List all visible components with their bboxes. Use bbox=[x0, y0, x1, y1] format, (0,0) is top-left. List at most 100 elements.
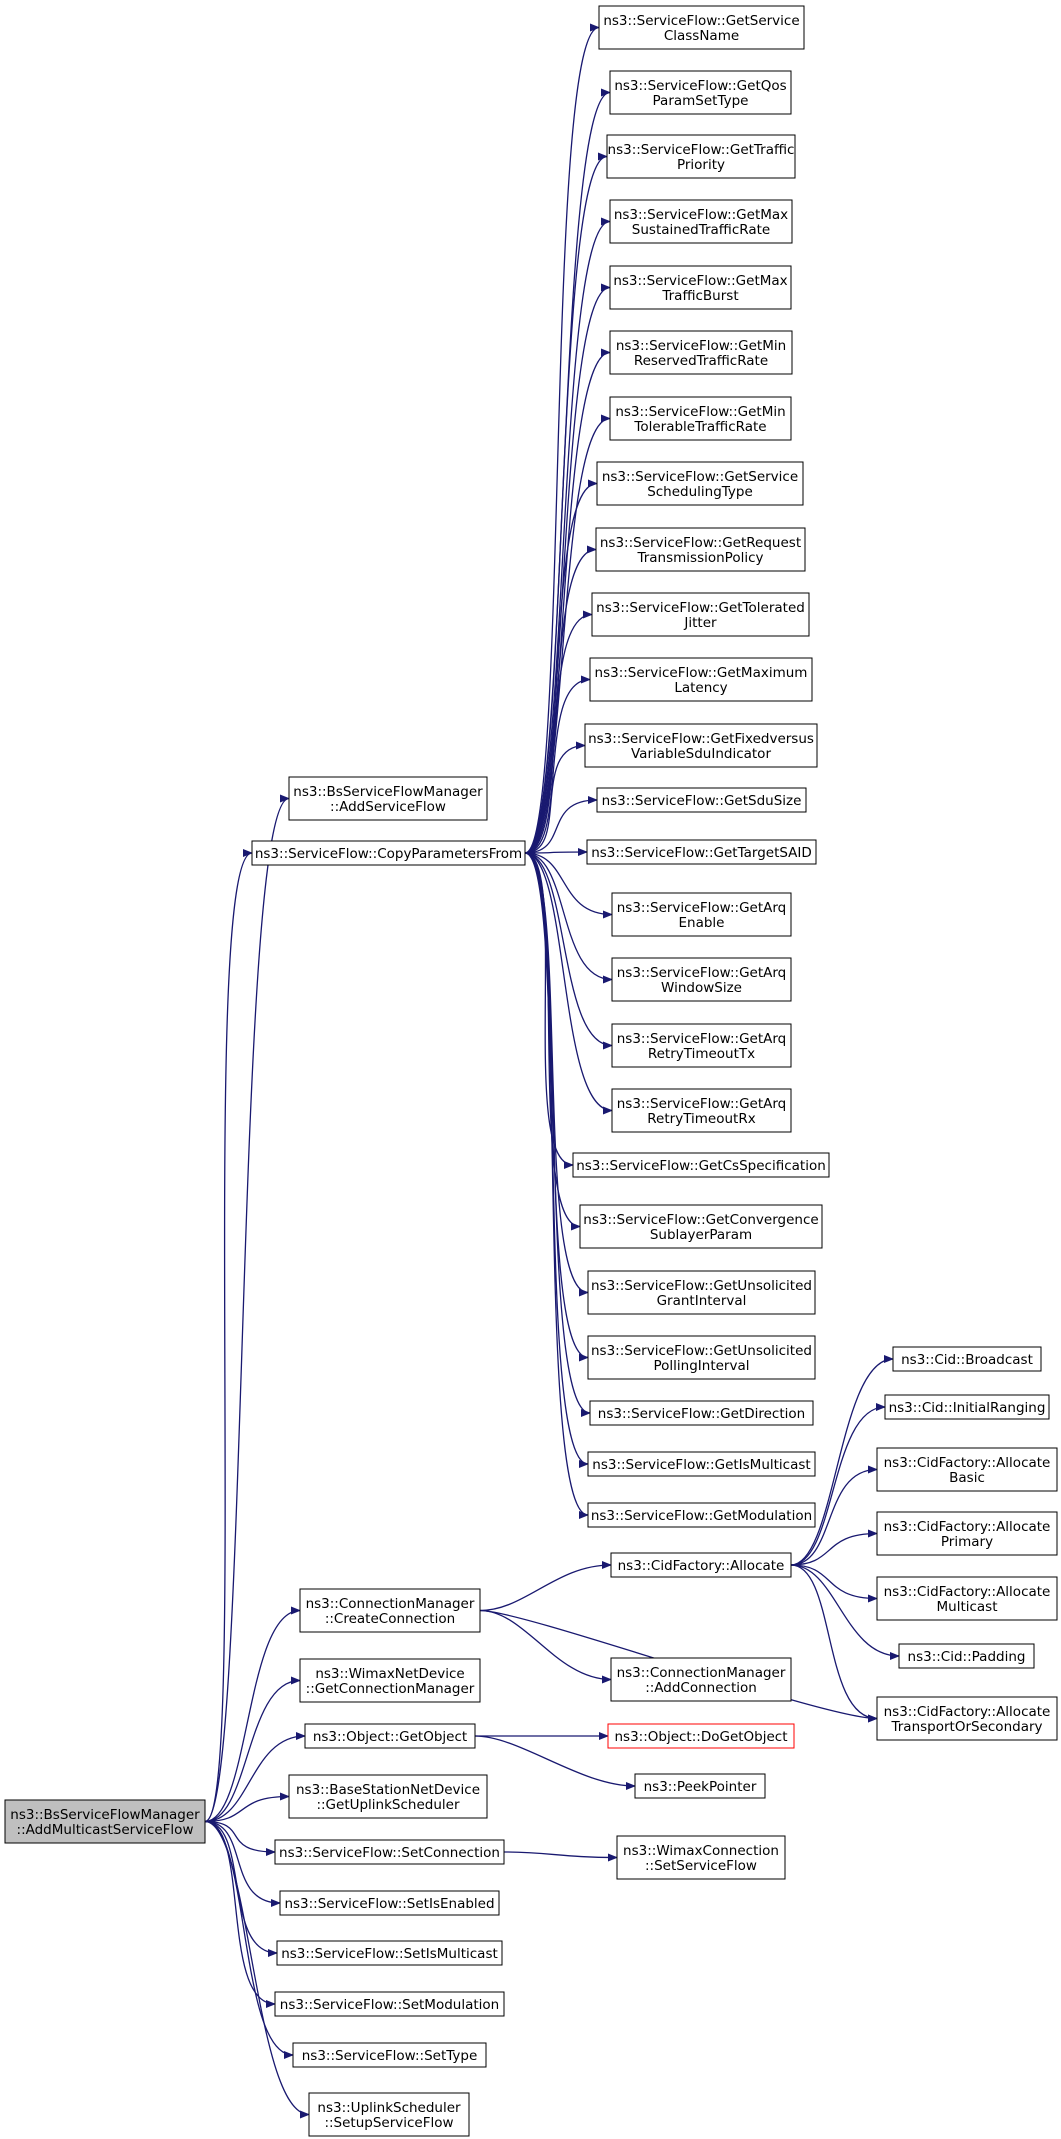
node-get-convergence[interactable]: ns3::ServiceFlow::GetConvergenceSublayer… bbox=[579, 1204, 823, 1249]
node-get-fixed-vs-variable[interactable]: ns3::ServiceFlow::GetFixedversusVariable… bbox=[584, 723, 818, 768]
node-label-line: ::AddServiceFlow bbox=[330, 799, 446, 815]
node-setup-service-flow[interactable]: ns3::UplinkScheduler::SetupServiceFlow bbox=[308, 2092, 470, 2137]
node-box bbox=[609, 199, 793, 244]
node-cid-initial-ranging[interactable]: ns3::Cid::InitialRanging bbox=[884, 1394, 1050, 1420]
node-label-line: SublayerParam bbox=[650, 1227, 752, 1243]
node-label-line: ns3::ServiceFlow::GetArq bbox=[617, 1096, 787, 1112]
node-box bbox=[876, 1447, 1058, 1492]
node-root[interactable]: ns3::BsServiceFlowManager::AddMulticastS… bbox=[4, 1799, 206, 1844]
edge-copy-params-to-get-arq-window-size bbox=[524, 852, 613, 984]
edge-root-to-get-uplink-scheduler bbox=[204, 1792, 290, 1823]
node-box bbox=[616, 1835, 786, 1880]
edge-root-to-set-is-multicast bbox=[204, 1820, 278, 1957]
node-copy-params[interactable]: ns3::ServiceFlow::CopyParametersFrom bbox=[251, 840, 526, 866]
node-add-connection[interactable]: ns3::ConnectionManager::AddConnection bbox=[610, 1657, 792, 1702]
edge-root-to-add-service-flow bbox=[204, 794, 290, 1823]
node-box bbox=[876, 1696, 1058, 1741]
node-get-connection-manager[interactable]: ns3::WimaxNetDevice::GetConnectionManage… bbox=[299, 1658, 481, 1703]
edge-copy-params-to-get-unsolicited-grant bbox=[524, 852, 589, 1297]
node-label-line: RetryTimeoutTx bbox=[648, 1046, 755, 1062]
node-label-line: ns3::ServiceFlow::GetSduSize bbox=[602, 793, 802, 809]
node-create-connection[interactable]: ns3::ConnectionManager::CreateConnection bbox=[299, 1588, 481, 1633]
node-set-modulation[interactable]: ns3::ServiceFlow::SetModulation bbox=[274, 1991, 505, 2017]
node-label-line: ClassName bbox=[664, 28, 739, 44]
node-box bbox=[4, 1799, 206, 1844]
node-cid-padding[interactable]: ns3::Cid::Padding bbox=[898, 1643, 1035, 1669]
node-box bbox=[609, 330, 793, 375]
node-label-line: ::AddMulticastServiceFlow bbox=[17, 1822, 194, 1838]
node-get-request-tx-policy[interactable]: ns3::ServiceFlow::GetRequestTransmission… bbox=[595, 527, 806, 572]
node-get-object[interactable]: ns3::Object::GetObject bbox=[304, 1723, 476, 1749]
node-set-is-enabled[interactable]: ns3::ServiceFlow::SetIsEnabled bbox=[279, 1890, 500, 1916]
edge-root-to-create-connection bbox=[204, 1606, 301, 1823]
node-get-min-reserved[interactable]: ns3::ServiceFlow::GetMinReservedTrafficR… bbox=[609, 330, 793, 375]
node-label-line: ns3::ConnectionManager bbox=[306, 1596, 475, 1612]
node-label-line: GrantInterval bbox=[657, 1293, 747, 1309]
node-do-get-object[interactable]: ns3::Object::DoGetObject bbox=[607, 1723, 795, 1749]
node-label-line: ns3::Cid::Broadcast bbox=[901, 1352, 1033, 1368]
node-label-line: ns3::Cid::Padding bbox=[908, 1649, 1026, 1665]
node-label-line: TransmissionPolicy bbox=[636, 550, 763, 566]
node-label-line: RetryTimeoutRx bbox=[647, 1111, 755, 1127]
node-label-line: ns3::Cid::InitialRanging bbox=[889, 1400, 1046, 1416]
node-label-line: Basic bbox=[949, 1470, 985, 1486]
node-get-scheduling-type[interactable]: ns3::ServiceFlow::GetServiceSchedulingTy… bbox=[596, 461, 804, 506]
node-box bbox=[884, 1394, 1050, 1420]
node-box bbox=[304, 1723, 476, 1749]
node-box bbox=[634, 1773, 766, 1799]
node-get-target-said[interactable]: ns3::ServiceFlow::GetTargetSAID bbox=[586, 839, 817, 865]
edge-root-to-copy-params bbox=[204, 849, 253, 1823]
edge-set-connection-to-set-service-flow bbox=[503, 1851, 618, 1862]
node-box bbox=[596, 787, 807, 813]
node-get-cs-spec[interactable]: ns3::ServiceFlow::GetCsSpecification bbox=[572, 1152, 830, 1178]
node-add-service-flow[interactable]: ns3::BsServiceFlowManager::AddServiceFlo… bbox=[288, 776, 488, 821]
edge-root-to-set-connection bbox=[204, 1820, 276, 1856]
node-box bbox=[898, 1643, 1035, 1669]
node-label-line: ::SetupServiceFlow bbox=[324, 2115, 453, 2131]
node-get-is-multicast[interactable]: ns3::ServiceFlow::GetIsMulticast bbox=[587, 1451, 816, 1477]
node-set-connection[interactable]: ns3::ServiceFlow::SetConnection bbox=[274, 1839, 505, 1865]
node-get-sdu-size[interactable]: ns3::ServiceFlow::GetSduSize bbox=[596, 787, 807, 813]
node-set-is-multicast[interactable]: ns3::ServiceFlow::SetIsMulticast bbox=[276, 1940, 503, 1966]
edge-create-connection-to-cid-factory-allocate bbox=[479, 1561, 612, 1612]
node-label-line: ReservedTrafficRate bbox=[634, 353, 768, 369]
node-box bbox=[572, 1152, 830, 1178]
node-label-line: ns3::ServiceFlow::GetIsMulticast bbox=[592, 1457, 810, 1473]
node-box bbox=[587, 1335, 816, 1380]
node-get-direction[interactable]: ns3::ServiceFlow::GetDirection bbox=[589, 1400, 814, 1426]
node-cid-factory-allocate[interactable]: ns3::CidFactory::Allocate bbox=[610, 1552, 792, 1578]
node-cid-broadcast[interactable]: ns3::Cid::Broadcast bbox=[892, 1346, 1042, 1372]
node-get-unsolicited-polling[interactable]: ns3::ServiceFlow::GetUnsolicitedPollingI… bbox=[587, 1335, 816, 1380]
node-get-unsolicited-grant[interactable]: ns3::ServiceFlow::GetUnsolicitedGrantInt… bbox=[587, 1270, 816, 1315]
node-set-service-flow[interactable]: ns3::WimaxConnection::SetServiceFlow bbox=[616, 1835, 786, 1880]
node-peek-pointer[interactable]: ns3::PeekPointer bbox=[634, 1773, 766, 1799]
edge-root-to-get-object bbox=[204, 1732, 306, 1823]
node-label-line: Multicast bbox=[936, 1599, 997, 1615]
node-label-line: Primary bbox=[941, 1534, 993, 1550]
node-cid-alloc-transport[interactable]: ns3::CidFactory::AllocateTransportOrSeco… bbox=[876, 1696, 1058, 1741]
edge-copy-params-to-get-arq-retry-rx bbox=[524, 852, 613, 1115]
node-box bbox=[274, 1991, 505, 2017]
node-set-type[interactable]: ns3::ServiceFlow::SetType bbox=[292, 2042, 487, 2068]
node-get-uplink-scheduler[interactable]: ns3::BaseStationNetDevice::GetUplinkSche… bbox=[288, 1774, 488, 1819]
node-box bbox=[598, 5, 805, 50]
node-label-line: ns3::ServiceFlow::GetService bbox=[603, 13, 799, 29]
node-get-modulation[interactable]: ns3::ServiceFlow::GetModulation bbox=[587, 1502, 816, 1528]
node-get-max-sustained[interactable]: ns3::ServiceFlow::GetMaxSustainedTraffic… bbox=[609, 199, 793, 244]
node-label-line: ns3::ServiceFlow::GetMax bbox=[614, 207, 788, 223]
node-box bbox=[609, 396, 792, 441]
node-get-min-tolerable[interactable]: ns3::ServiceFlow::GetMinTolerableTraffic… bbox=[609, 396, 792, 441]
